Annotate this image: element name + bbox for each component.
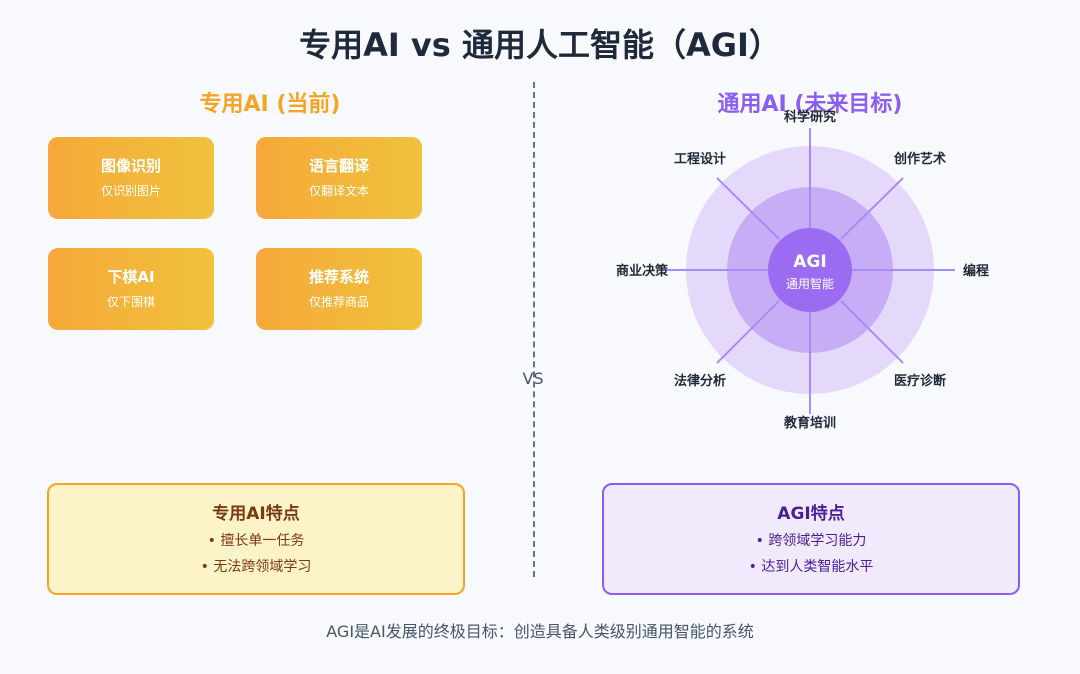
feature-item: • 无法跨领域学习 — [200, 559, 312, 575]
task-card-desc: 仅翻译文本 — [308, 184, 369, 198]
center-divider — [533, 82, 535, 577]
page-title: 专用AI vs 通用人工智能（AGI） — [299, 26, 781, 64]
task-card-desc: 仅识别图片 — [100, 184, 161, 198]
task-card-name: 推荐系统 — [308, 268, 369, 286]
feature-item: • 跨领域学习能力 — [755, 533, 867, 549]
spoke-art — [840, 177, 904, 240]
task-card-image-recognition: 图像识别 仅识别图片 — [48, 137, 214, 219]
task-card-desc: 仅下围棋 — [106, 295, 155, 309]
spoke-medical — [840, 300, 904, 364]
spoke-law — [716, 300, 780, 364]
task-card-translation: 语言翻译 仅翻译文本 — [256, 137, 422, 219]
footer-caption: AGI是AI发展的终极目标：创造具备人类级别通用智能的系统 — [326, 622, 754, 641]
feature-item: • 达到人类智能水平 — [748, 559, 874, 575]
domain-engineering: 工程设计 — [674, 151, 726, 167]
task-card-recommendation: 推荐系统 仅推荐商品 — [256, 248, 422, 330]
agi-core-sublabel: 通用智能 — [786, 276, 834, 291]
task-card-name: 语言翻译 — [308, 157, 369, 175]
task-card-desc: 仅推荐商品 — [308, 295, 369, 309]
spoke-engineering — [716, 177, 780, 240]
feature-item: • 擅长单一任务 — [207, 533, 305, 549]
domain-programming: 编程 — [963, 263, 989, 279]
vs-label: VS — [522, 369, 544, 388]
domain-art: 创作艺术 — [893, 151, 946, 167]
task-card-name: 下棋AI — [107, 268, 155, 286]
specialized-ai-heading: 专用AI (当前) — [199, 92, 341, 117]
domain-education: 教育培训 — [783, 415, 836, 431]
specialized-ai-features-box: 专用AI特点 • 擅长单一任务 • 无法跨领域学习 — [47, 483, 465, 595]
domain-medical: 医疗诊断 — [894, 373, 946, 389]
agi-core-label: AGI — [793, 252, 826, 272]
domain-business: 商业决策 — [616, 263, 669, 279]
features-title: 专用AI特点 — [212, 504, 300, 524]
features-title: AGI特点 — [777, 504, 845, 524]
task-card-name: 图像识别 — [100, 157, 161, 175]
spokes — [665, 128, 955, 414]
agi-features-box: AGI特点 • 跨领域学习能力 • 达到人类智能水平 — [602, 483, 1020, 595]
agi-radial-diagram: AGI 通用智能 科学研究 创作艺术 编程 医疗诊断 教育培训 法律分析 商业决… — [616, 109, 989, 431]
domain-science: 科学研究 — [784, 109, 836, 125]
task-card-go-ai: 下棋AI 仅下围棋 — [48, 248, 214, 330]
inner-core — [768, 228, 852, 312]
general-ai-heading: 通用AI (未来目标) — [717, 92, 903, 117]
domain-law: 法律分析 — [674, 373, 726, 389]
